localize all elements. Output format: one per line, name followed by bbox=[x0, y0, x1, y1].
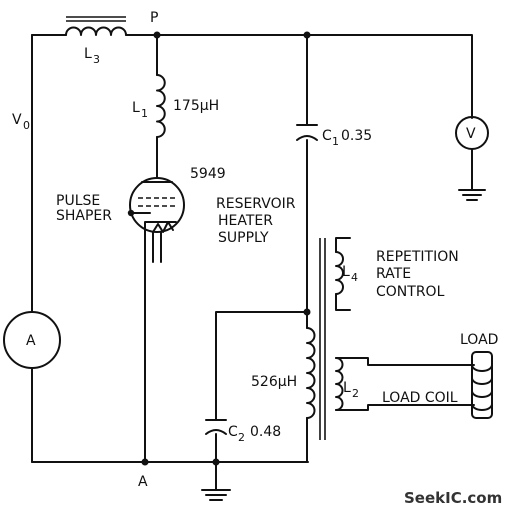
label-l2-sub: 2 bbox=[352, 387, 359, 400]
load-coil bbox=[471, 351, 493, 419]
inductor-l2 bbox=[306, 327, 316, 419]
capacitor-c1 bbox=[296, 124, 318, 141]
capacitor-c2 bbox=[205, 419, 227, 435]
junction-ground bbox=[212, 458, 220, 466]
wire-top-main bbox=[125, 34, 473, 119]
junction-a bbox=[141, 458, 149, 466]
load-turn-1 bbox=[471, 364, 493, 372]
label-rep-1: REPETITION bbox=[376, 249, 459, 265]
load-turn-4 bbox=[471, 403, 493, 411]
label-node-a: A bbox=[138, 474, 148, 490]
label-l1: L bbox=[132, 100, 140, 116]
ammeter-circle bbox=[3, 311, 61, 369]
tube-heater bbox=[152, 221, 174, 233]
label-rep-2: RATE bbox=[376, 266, 411, 282]
label-l2: L bbox=[343, 380, 351, 396]
label-l3-sub: 3 bbox=[93, 53, 100, 66]
label-load-coil: LOAD COIL bbox=[382, 390, 458, 406]
label-node-p: P bbox=[150, 10, 158, 26]
label-pulse-shaper-1: PULSE bbox=[56, 193, 100, 209]
label-c2: C bbox=[228, 424, 238, 440]
ground-symbol bbox=[201, 489, 231, 501]
label-l4-sub: 4 bbox=[351, 271, 358, 284]
label-c2-sub: 2 bbox=[238, 431, 245, 444]
label-l1-value: 175μH bbox=[173, 98, 219, 114]
load-turn-2 bbox=[471, 377, 493, 385]
inductor-l1 bbox=[156, 74, 166, 138]
load-turn-3 bbox=[471, 390, 493, 398]
c1-plate-bottom bbox=[296, 135, 318, 141]
label-reservoir-1: RESERVOIR bbox=[216, 196, 296, 212]
junction-p bbox=[153, 31, 161, 39]
label-pulse-shaper-2: SHAPER bbox=[56, 208, 112, 224]
voltmeter bbox=[455, 116, 489, 201]
transformer-core bbox=[319, 238, 326, 440]
wires bbox=[31, 34, 473, 491]
label-l3: L bbox=[84, 46, 92, 62]
label-rep-3: CONTROL bbox=[376, 284, 445, 300]
label-l4: L bbox=[342, 264, 350, 280]
label-c1-sub: 1 bbox=[332, 135, 339, 148]
junction-dots bbox=[127, 31, 311, 466]
inductor-l2-secondary bbox=[335, 357, 475, 411]
labels: P A V 0 L 3 L 1 175μH 5949 PULSE SHAPER … bbox=[12, 10, 502, 507]
label-v0: V bbox=[12, 112, 22, 128]
c2-plate-bottom bbox=[205, 429, 227, 435]
junction-c2-branch bbox=[303, 308, 311, 316]
wire-c2-branch bbox=[215, 311, 308, 421]
junction-top-c1 bbox=[303, 31, 311, 39]
tube-cathode bbox=[144, 221, 177, 233]
label-c1-value: 0.35 bbox=[341, 128, 372, 144]
label-l1-sub: 1 bbox=[141, 107, 148, 120]
label-l2-value: 526μH bbox=[251, 374, 297, 390]
label-voltmeter: V bbox=[466, 126, 476, 142]
label-tube-type: 5949 bbox=[190, 166, 226, 182]
label-reservoir-2: HEATER bbox=[218, 213, 273, 229]
label-c2-value: 0.48 bbox=[250, 424, 281, 440]
inductor-l4 bbox=[335, 237, 351, 311]
tube-envelope bbox=[129, 177, 185, 233]
load-core bbox=[471, 351, 493, 419]
inductor-l3 bbox=[65, 16, 127, 36]
label-load: LOAD bbox=[460, 332, 498, 348]
ammeter bbox=[3, 311, 61, 369]
label-v0-sub: 0 bbox=[23, 119, 30, 132]
tube-5949 bbox=[129, 177, 185, 233]
label-ammeter: A bbox=[26, 333, 36, 349]
label-c1: C bbox=[322, 128, 332, 144]
label-reservoir-3: SUPPLY bbox=[218, 230, 269, 246]
watermark: SeekIC.com bbox=[404, 489, 502, 507]
